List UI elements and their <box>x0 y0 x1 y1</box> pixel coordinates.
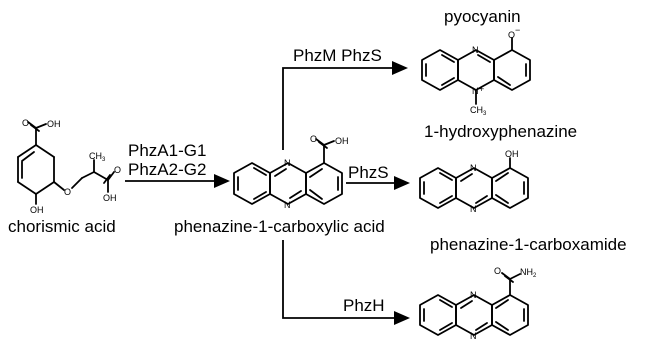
pyocyanin-structure: N N + O − CH3 <box>421 25 531 117</box>
atom-plus: + <box>479 84 484 94</box>
arrowhead-carboxamide <box>394 311 410 325</box>
atom-oh: OH <box>47 119 61 129</box>
atom-ch3: CH3 <box>470 105 487 117</box>
arrow-to-pyocyanin <box>282 67 394 150</box>
carboxamide-structure: N N O NH2 <box>419 266 537 339</box>
hydroxyphenazine-structure: N N OH <box>419 149 529 214</box>
arrow-to-carboxamide <box>282 240 396 319</box>
atom-minus: − <box>515 25 520 35</box>
hydroxyphenazine-label: 1-hydroxyphenazine <box>424 122 577 141</box>
arrowhead-hydroxyphenazine <box>394 176 410 190</box>
enzyme-phza2: PhzA2-G2 <box>128 160 206 179</box>
atom-n: N <box>470 204 477 214</box>
atom-o: O <box>494 266 501 276</box>
arrowhead-pyocyanin <box>392 61 408 75</box>
atom-n: N <box>470 290 477 300</box>
atom-o: O <box>22 118 29 128</box>
enzyme-phzh: PhzH <box>343 296 385 315</box>
pca-label: phenazine-1-carboxylic acid <box>174 217 385 236</box>
arrowhead-main <box>214 174 230 188</box>
atom-n: N <box>472 45 479 55</box>
atom-nh2: NH2 <box>520 267 537 279</box>
atom-n: N <box>284 200 291 210</box>
atom-n: N <box>472 86 479 96</box>
atom-o: O <box>64 187 71 197</box>
carboxamide-label: phenazine-1-carboxamide <box>430 235 627 254</box>
pca-structure: N N O OH <box>233 134 349 210</box>
atom-ch3: CH3 <box>89 151 106 163</box>
atom-oh: OH <box>30 205 44 215</box>
chorismic-acid-label: chorismic acid <box>8 217 116 236</box>
enzyme-phzm-phzs: PhzM PhzS <box>293 46 382 65</box>
atom-o: O <box>310 134 317 144</box>
atom-n: N <box>284 158 291 168</box>
chorismic-acid-structure: O OH OH O CH3 O OH <box>17 118 121 215</box>
atom-oh: OH <box>103 193 117 203</box>
atom-oh: OH <box>505 149 519 159</box>
atom-n: N <box>470 331 477 339</box>
enzyme-phza1: PhzA1-G1 <box>128 141 206 160</box>
atom-o: O <box>508 30 515 40</box>
atom-o: O <box>114 165 121 175</box>
atom-n: N <box>470 163 477 173</box>
enzyme-phzs: PhzS <box>348 163 389 182</box>
pyocyanin-label: pyocyanin <box>444 7 521 26</box>
atom-oh: OH <box>335 136 349 146</box>
